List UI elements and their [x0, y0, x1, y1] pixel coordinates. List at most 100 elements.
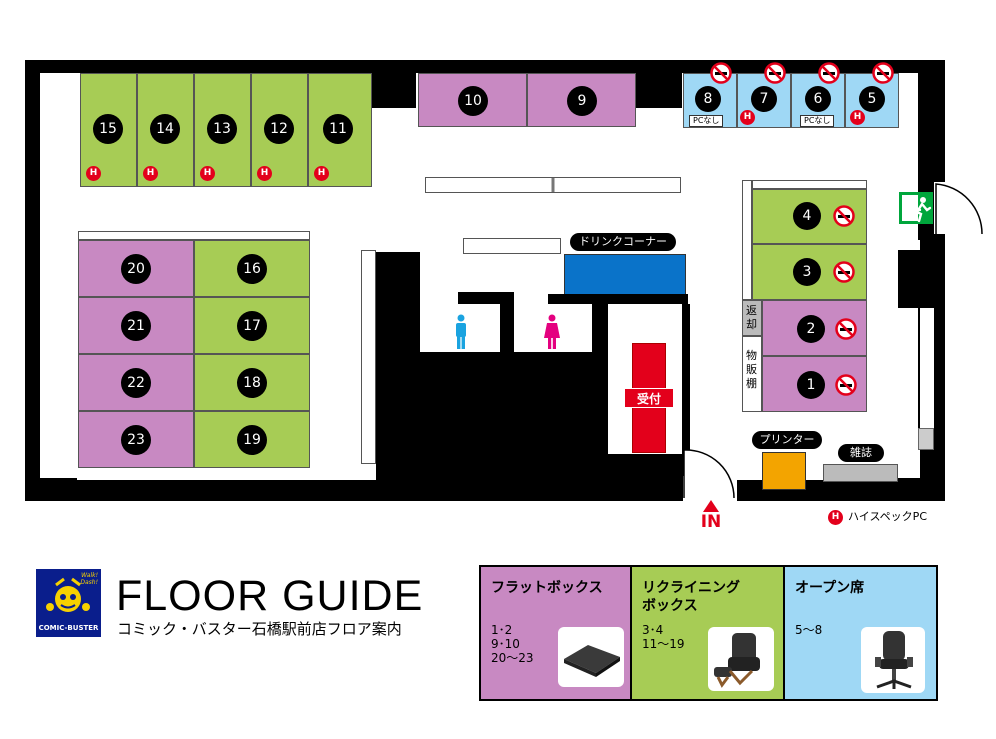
legend-title: リクライニング ボックス	[642, 580, 740, 614]
bookshelf	[78, 231, 310, 240]
room-number: 21	[121, 311, 151, 341]
wall-right-strip	[918, 308, 934, 428]
room-21[interactable]: 21	[78, 297, 194, 354]
room-3[interactable]: 3	[752, 244, 867, 300]
wall-segment	[376, 252, 420, 482]
magazine-label: 雑誌	[838, 444, 884, 462]
pc-none-label: PCなし	[800, 115, 835, 127]
entrance-door-icon	[683, 449, 735, 499]
wall-segment	[548, 294, 688, 304]
room-number: 4	[793, 202, 821, 230]
no-smoking-icon	[833, 261, 855, 283]
room-4[interactable]: 4	[752, 189, 867, 244]
legend-flat-box: フラットボックス 1･2 9･10 20～23	[479, 565, 632, 701]
room-number: 18	[237, 368, 267, 398]
room-2[interactable]: 2	[762, 300, 867, 356]
wall-segment	[372, 60, 416, 108]
room-14[interactable]: 14 H	[137, 73, 194, 187]
printer-label: プリンター	[752, 431, 822, 449]
drink-corner	[564, 254, 686, 296]
room-10[interactable]: 10	[418, 73, 527, 127]
return-shelf-label: 返却	[746, 304, 757, 331]
pc-none-label: PCなし	[689, 115, 724, 127]
room-16[interactable]: 16	[194, 240, 310, 297]
legend-reclining-box: リクライニング ボックス 3･4 11～19	[632, 565, 785, 701]
floor-plan: 15 H 14 H 13 H 12 H 11 H 10 9 8 PCなし 7 H…	[25, 60, 983, 532]
wall-segment	[500, 292, 514, 354]
bookshelf	[752, 180, 867, 189]
room-20[interactable]: 20	[78, 240, 194, 297]
room-19[interactable]: 19	[194, 411, 310, 468]
room-number: 12	[264, 114, 294, 144]
high-spec-pc-icon: H	[143, 166, 158, 181]
room-number: 22	[121, 368, 151, 398]
legend-ids: 1･2 9･10 20～23	[491, 623, 534, 665]
emergency-exit-icon	[899, 192, 933, 224]
room-number: 11	[323, 114, 353, 144]
room-9[interactable]: 9	[527, 73, 636, 127]
magazine-rack[interactable]	[823, 464, 898, 482]
female-restroom-icon	[544, 314, 560, 349]
logo-small-text: Walk! Dash!	[80, 572, 98, 586]
room-17[interactable]: 17	[194, 297, 310, 354]
bookshelf	[463, 238, 561, 254]
bookshelf	[361, 250, 376, 464]
room-8[interactable]: 8 PCなし	[683, 62, 737, 128]
logo: Walk! Dash! COMIC-BUSTER	[36, 569, 101, 637]
room-11[interactable]: 11 H	[308, 73, 372, 187]
merch-shelf[interactable]: 物販棚	[742, 336, 762, 412]
male-restroom-icon	[456, 314, 466, 349]
room-12[interactable]: 12 H	[251, 73, 308, 187]
legend-ids: 3･4 11～19	[642, 623, 685, 651]
wall-right-lightbox	[918, 428, 934, 450]
return-shelf[interactable]: 返却	[742, 300, 762, 336]
high-spec-pc-icon: H	[828, 510, 843, 525]
mascot-icon	[46, 577, 90, 612]
high-spec-pc-icon: H	[314, 166, 329, 181]
room-18[interactable]: 18	[194, 354, 310, 411]
no-smoking-icon	[710, 62, 732, 84]
room-22[interactable]: 22	[78, 354, 194, 411]
room-6[interactable]: 6 PCなし	[791, 62, 845, 128]
no-smoking-icon	[872, 62, 894, 84]
legend-title: オープン席	[795, 580, 865, 596]
bookshelf	[742, 180, 752, 300]
high-spec-pc-icon: H	[850, 110, 865, 125]
reclining-chair-icon	[714, 633, 760, 688]
room-number: 2	[797, 315, 825, 343]
high-spec-pc-label: ハイスペックPC	[848, 510, 927, 523]
room-23[interactable]: 23	[78, 411, 194, 468]
room-number: 13	[207, 114, 237, 144]
page-title: FLOOR GUIDE	[116, 572, 424, 620]
printer[interactable]	[762, 452, 806, 490]
high-spec-pc-icon: H	[200, 166, 215, 181]
room-13[interactable]: 13 H	[194, 73, 251, 187]
room-number: 9	[567, 86, 597, 116]
room-number: 23	[121, 425, 151, 455]
room-7[interactable]: 7 H	[737, 62, 791, 128]
exit-door-icon	[935, 183, 983, 235]
legend-open-box: オープン席 5～8	[785, 565, 938, 701]
no-smoking-icon	[833, 205, 855, 227]
room-number: 20	[121, 254, 151, 284]
legend-title: フラットボックス	[491, 580, 603, 596]
logo-text: COMIC-BUSTER	[38, 624, 99, 632]
no-smoking-icon	[835, 374, 857, 396]
room-number: 17	[237, 311, 267, 341]
office-chair-icon	[875, 631, 913, 689]
wall-right-bottom	[934, 240, 945, 501]
room-5[interactable]: 5 H	[845, 62, 899, 128]
room-15[interactable]: 15 H	[80, 73, 137, 187]
room-number: 3	[793, 258, 821, 286]
room-number: 19	[237, 425, 267, 455]
room-number: 14	[150, 114, 180, 144]
entrance-label: IN	[700, 512, 722, 532]
entrance-arrow-icon	[703, 500, 719, 512]
bookshelf	[425, 177, 681, 193]
office-chair-image	[861, 627, 925, 693]
high-spec-pc-icon: H	[740, 110, 755, 125]
room-1[interactable]: 1	[762, 356, 867, 412]
wall-segment	[420, 352, 608, 482]
no-smoking-icon	[818, 62, 840, 84]
high-spec-pc-icon: H	[257, 166, 272, 181]
